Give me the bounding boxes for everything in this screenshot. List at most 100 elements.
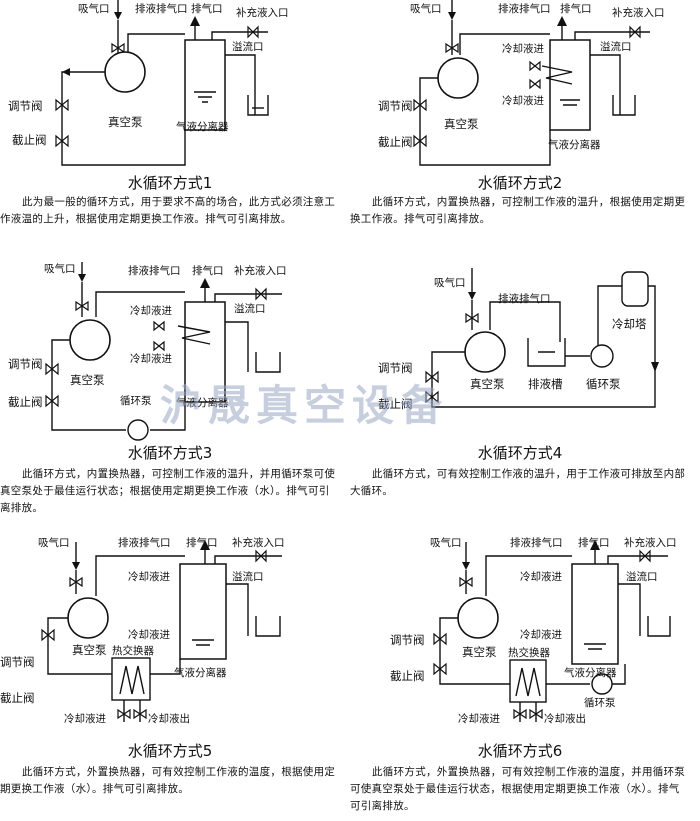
label-drain-exhaust: 排液排气口: [510, 536, 563, 549]
label-regulating-valve: 调节阀: [390, 633, 425, 647]
label-regulating-valve: 调节阀: [8, 99, 43, 113]
label-vacuum-pump: 真空泵: [462, 645, 497, 659]
label-intake: 吸气口: [78, 2, 110, 15]
panel-5: 吸气口 排液排气口 排气口 补充液入口 溢流口 冷却液进 冷却液进 调节阀 截止…: [0, 534, 340, 804]
label-exhaust: 排气口: [191, 2, 223, 15]
caption-6: 水循环方式6: [477, 742, 563, 760]
label-intake: 吸气口: [430, 536, 462, 549]
label-separator: 气液分离器: [548, 138, 601, 151]
circulation-pump-icon: [127, 419, 149, 441]
label-vacuum-pump: 真空泵: [108, 115, 143, 129]
label-circulation-pump: 循环泵: [120, 394, 152, 407]
caption-3: 水循环方式3: [127, 444, 213, 462]
label-shutoff-valve: 截止阀: [378, 135, 413, 149]
label-drain-exhaust: 排液排气口: [118, 536, 171, 549]
label-shutoff-valve: 截止阀: [390, 669, 425, 683]
label-coolant-in-3: 冷却液进: [64, 712, 106, 725]
label-makeup: 补充液入口: [236, 6, 289, 19]
label-vacuum-pump: 真空泵: [72, 643, 107, 657]
panel-2: 吸气口 排液排气口 排气口 补充液入口 溢流口 冷却液进 冷却液进 调节阀 截止…: [350, 0, 690, 270]
label-shutoff-valve: 截止阀: [0, 691, 35, 705]
panel-3: 吸气口 排液排气口 排气口 补充液入口 溢流口 冷却液进 冷却液进 调节阀 截止…: [0, 262, 340, 532]
label-cooling-tower: 冷却塔: [612, 317, 647, 331]
separator-tank: [179, 563, 227, 660]
label-shutoff-valve: 截止阀: [8, 395, 43, 409]
drain-tank: [527, 338, 566, 367]
description-2: 此循环方式，内置换热器，可控制工作液的温升，根据使用定期更换工作液。排气可引离排…: [350, 196, 686, 225]
label-heat-exchanger: 热交换器: [508, 646, 550, 659]
separator-tank: [184, 301, 226, 403]
label-separator: 气液分离器: [176, 120, 229, 133]
caption-4: 水循环方式4: [477, 444, 563, 462]
label-regulating-valve: 调节阀: [8, 357, 43, 371]
label-intake: 吸气口: [434, 276, 466, 289]
label-coolant-in: 冷却液进: [502, 42, 544, 55]
label-exhaust: 排气口: [192, 264, 224, 277]
separator-tank: [549, 39, 591, 131]
valve-icon: [111, 42, 125, 54]
label-intake: 吸气口: [410, 2, 442, 15]
label-shutoff-valve: 截止阀: [12, 133, 47, 147]
label-drain-tank: 排液槽: [528, 377, 563, 391]
panel-4: 吸气口 排液排气口 冷却塔 调节阀 截止阀 真空泵 排液槽 循环泵 水循环方式4…: [350, 262, 690, 532]
label-overflow: 溢流口: [232, 570, 264, 583]
vacuum-pump-icon: [69, 319, 111, 361]
shutoff-valve-icon: [55, 134, 69, 148]
watermark: 沪晟真空设备: [160, 381, 449, 430]
separator-tank: [571, 563, 619, 665]
label-overflow: 溢流口: [234, 302, 266, 315]
label-drain-exhaust: 排液排气口: [498, 292, 551, 305]
label-vacuum-pump: 真空泵: [70, 373, 105, 387]
caption-5: 水循环方式5: [127, 742, 213, 760]
label-coolant-in-2: 冷却液进: [130, 352, 172, 365]
label-overflow: 溢流口: [600, 40, 632, 53]
vacuum-pump-icon: [104, 51, 146, 93]
vacuum-pump-icon: [67, 597, 109, 639]
label-coolant-in: 冷却液进: [128, 570, 170, 583]
cooling-tower: [621, 271, 649, 307]
description-6: 此循环方式，外置换热器，可有效控制工作液的温度，并用循环泵可使真空泵处于最佳运行…: [350, 766, 686, 812]
coil-icon: [541, 65, 573, 85]
label-exhaust: 排气口: [578, 536, 610, 549]
circulation-pump-icon: [590, 344, 614, 368]
label-exhaust: 排气口: [560, 2, 592, 15]
label-coolant-in: 冷却液进: [520, 570, 562, 583]
caption-1: 水循环方式1: [127, 174, 213, 192]
diagram-2: 吸气口 排液排气口 排气口 补充液入口 溢流口 冷却液进 冷却液进 调节阀 截止…: [378, 0, 665, 166]
label-regulating-valve: 调节阀: [378, 361, 413, 375]
vacuum-pump-icon: [437, 57, 479, 99]
label-circulation-pump: 循环泵: [584, 696, 616, 709]
label-coolant-in-2: 冷却液进: [520, 628, 562, 641]
diagram-6: 吸气口 排液排气口 排气口 补充液入口 溢流口 冷却液进 冷却液进 调节阀 截止…: [390, 536, 677, 725]
description-3: 此循环方式，内置换热器，可控制工作液的温升，并用循环泵可使真空泵处于最佳运行状态…: [0, 468, 336, 514]
label-regulating-valve: 调节阀: [0, 655, 35, 669]
label-coolant-out: 冷却液出: [544, 712, 586, 725]
label-drain-exhaust: 排液排气口: [128, 264, 181, 277]
diagram-5: 吸气口 排液排气口 排气口 补充液入口 溢流口 冷却液进 冷却液进 调节阀 截止…: [0, 536, 285, 725]
label-circulation-pump: 循环泵: [586, 377, 621, 391]
diagram-3: 吸气口 排液排气口 排气口 补充液入口 溢流口 冷却液进 冷却液进 调节阀 截止…: [8, 262, 287, 441]
label-separator: 气液分离器: [564, 666, 617, 679]
label-separator: 气液分离器: [174, 666, 227, 679]
separator-tank: [184, 39, 226, 131]
regulating-valve-icon: [55, 98, 69, 112]
panel-1: 吸气口 排液排气口 排气口 补充液入口 溢流口 调节阀 截止阀 真空泵 气液分离…: [0, 0, 340, 270]
label-drain-exhaust: 排液排气口: [498, 2, 551, 15]
description-1: 此为最一般的循环方式，用于要求不高的场合，此方式必须注意工作液温的上升，根据使用…: [0, 196, 336, 225]
label-overflow: 溢流口: [232, 40, 264, 53]
label-coolant-in: 冷却液进: [130, 304, 172, 317]
label-overflow: 溢流口: [626, 570, 658, 583]
label-vacuum-pump: 真空泵: [470, 377, 505, 391]
label-heat-exchanger: 热交换器: [112, 644, 154, 657]
description-5: 此循环方式，外置换热器，可有效控制工作液的温度，根据使用定期更换工作液（水）。排…: [0, 766, 336, 795]
label-intake: 吸气口: [44, 262, 76, 275]
diagram-4: 吸气口 排液排气口 冷却塔 调节阀 截止阀 真空泵 排液槽 循环泵: [378, 268, 659, 411]
label-coolant-out: 冷却液出: [148, 712, 190, 725]
label-makeup: 补充液入口: [234, 264, 287, 277]
vacuum-pump-icon: [464, 331, 506, 373]
label-makeup: 补充液入口: [232, 536, 285, 549]
label-intake: 吸气口: [38, 536, 70, 549]
description-4: 此循环方式，可有效控制工作液的温升，用于工作液可排放至内部大循环。: [350, 468, 686, 497]
label-separator: 气液分离器: [176, 396, 229, 409]
label-drain-exhaust: 排液排气口: [135, 2, 188, 15]
